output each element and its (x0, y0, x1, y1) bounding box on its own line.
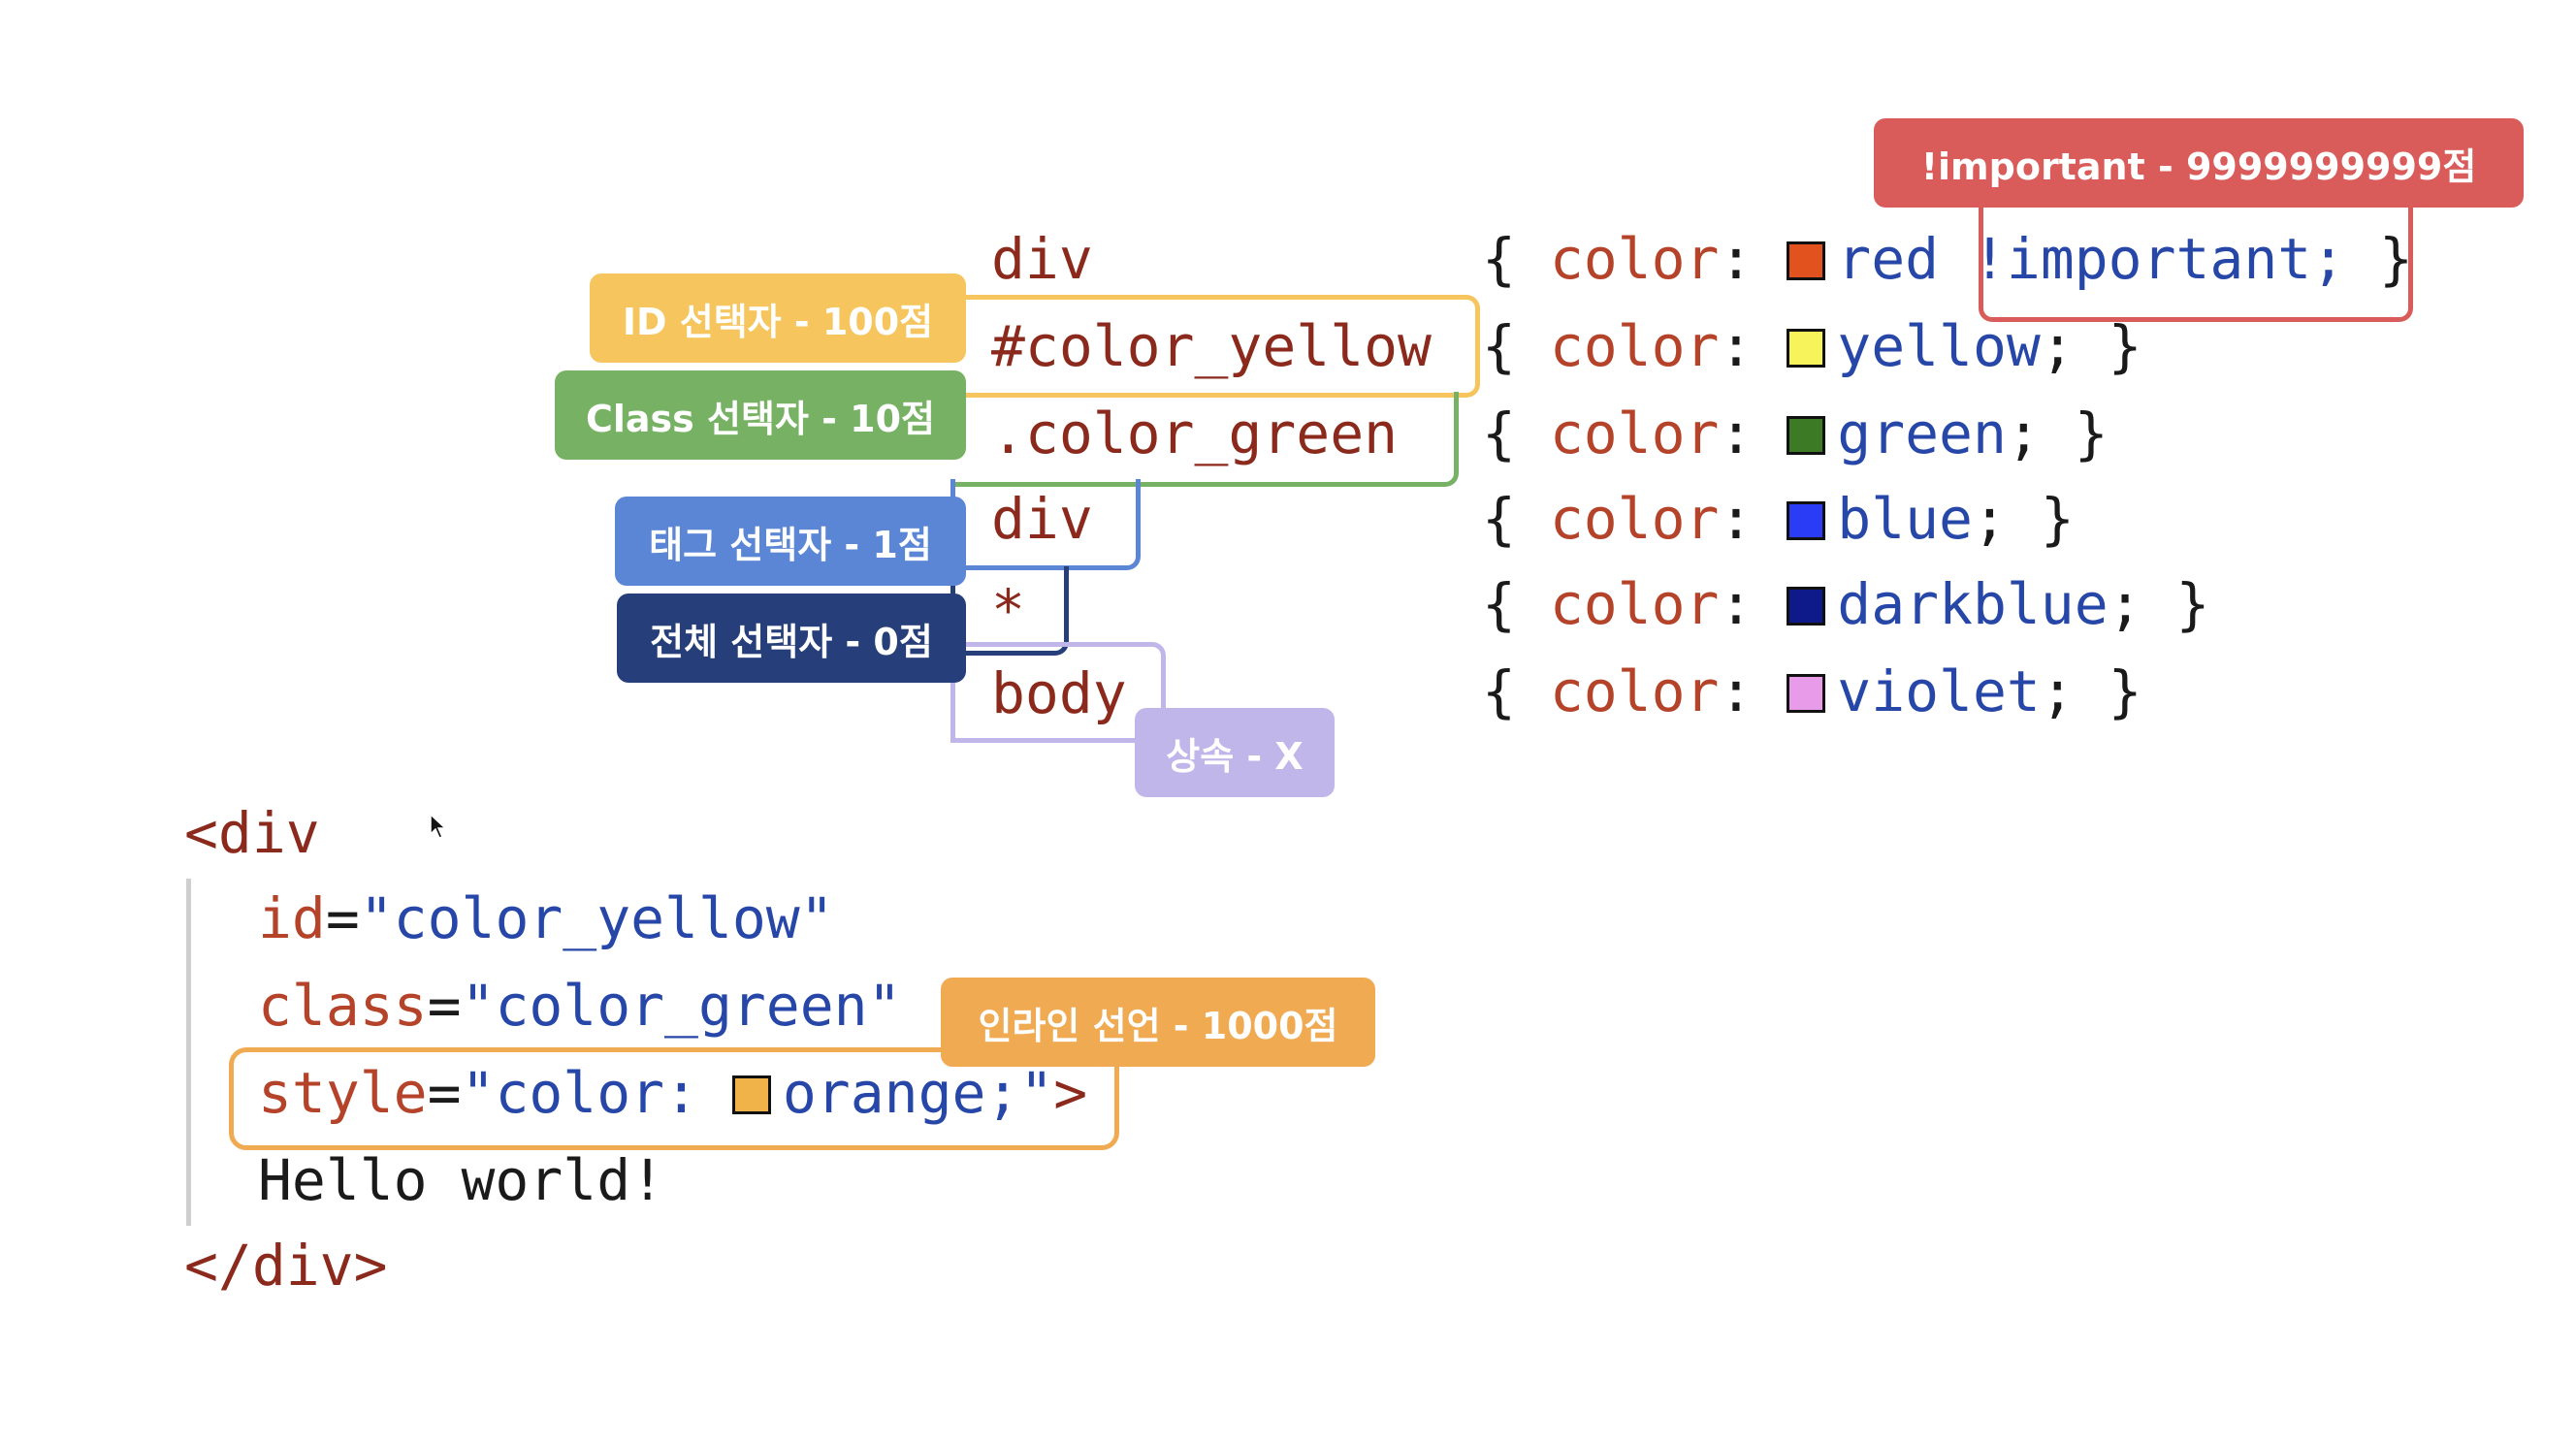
rule-close: } (2040, 401, 2109, 466)
selector-class: .color_green (991, 401, 1399, 466)
rule-colon: : (1719, 313, 1787, 379)
rule-close: } (2006, 486, 2075, 552)
rule-semicolon: ; (1972, 486, 2007, 552)
rule-open: { (1482, 486, 1550, 552)
rule-important: !important; (1939, 226, 2346, 292)
rule-open: { (1482, 313, 1550, 379)
html-style-line: style="color: orange;"> (258, 1065, 1087, 1121)
inline-style-box (229, 1047, 1119, 1150)
selector-universal: * (991, 577, 1025, 643)
class-selector-badge: Class 선택자 - 10점 (555, 370, 966, 460)
selector-body: body (991, 660, 1127, 726)
rule-yellow: { color: yellow; } (1482, 318, 2142, 374)
equals: = (427, 1060, 462, 1126)
equals: = (427, 973, 462, 1039)
rule-close: } (2345, 226, 2413, 292)
rule-value: green (1837, 401, 2007, 466)
rule-close: } (2074, 313, 2142, 379)
rule-prop: color (1549, 571, 1720, 637)
rule-value: blue (1837, 486, 1973, 552)
style-value-start: "color: (461, 1060, 732, 1126)
rule-prop: color (1549, 486, 1720, 552)
inherit-badge: 상속 - X (1135, 708, 1335, 797)
selector-id: #color_yellow (991, 313, 1432, 379)
rule-colon: : (1719, 571, 1787, 637)
rule-colon: : (1719, 401, 1787, 466)
class-value: "color_green" (461, 973, 902, 1039)
orange-swatch (731, 1075, 771, 1114)
tag-selector-badge: 태그 선택자 - 1점 (615, 497, 966, 586)
rule-semicolon: ; (2040, 313, 2075, 379)
rule-value: darkblue (1837, 571, 2109, 637)
rule-close: } (2074, 658, 2142, 724)
id-attr: id (258, 885, 326, 951)
important-box (1979, 194, 2413, 322)
rule-red: { color: red !important; } (1482, 231, 2413, 287)
rule-semicolon: ; (2108, 571, 2142, 637)
green-swatch (1787, 416, 1826, 455)
rule-value: red (1837, 226, 1940, 292)
indent-guide (186, 879, 191, 1226)
html-id-line: id="color_yellow" (258, 890, 834, 947)
selector-div-1: div (991, 226, 1093, 292)
style-attr: style (258, 1060, 428, 1126)
equals: = (325, 885, 360, 951)
html-open-tag: <div (184, 800, 320, 866)
html-close-tag: </div> (184, 1233, 388, 1299)
html-text-content: Hello world! (258, 1147, 665, 1213)
rule-open: { (1482, 226, 1550, 292)
rule-open: { (1482, 571, 1550, 637)
selector-div-2: div (991, 486, 1093, 552)
id-selector-badge: ID 선택자 - 100점 (590, 273, 966, 363)
rule-semicolon: ; (2040, 658, 2075, 724)
rule-close: } (2141, 571, 2210, 637)
rule-colon: : (1719, 486, 1787, 552)
rule-prop: color (1549, 313, 1720, 379)
html-class-line: class="color_green" (258, 978, 901, 1034)
id-value: "color_yellow" (359, 885, 834, 951)
important-badge: !important - 9999999999점 (1874, 118, 2524, 208)
class-selector-box (954, 392, 1459, 487)
rule-green: { color: green; } (1482, 405, 2109, 462)
style-value-end: orange;" (782, 1060, 1054, 1126)
rule-value: yellow (1837, 313, 2041, 379)
mouse-cursor-icon (430, 813, 447, 839)
rule-semicolon: ; (2006, 401, 2041, 466)
rule-violet: { color: violet; } (1482, 663, 2142, 720)
class-attr: class (258, 973, 428, 1039)
rule-colon: : (1719, 226, 1787, 292)
rule-darkblue: { color: darkblue; } (1482, 576, 2209, 632)
rule-colon: : (1719, 658, 1787, 724)
rule-blue: { color: blue; } (1482, 491, 2075, 547)
darkblue-swatch (1787, 587, 1826, 626)
universal-selector-badge: 전체 선택자 - 0점 (617, 594, 966, 683)
rule-prop: color (1549, 226, 1720, 292)
yellow-swatch (1787, 329, 1826, 368)
tag-close-bracket: > (1053, 1060, 1088, 1126)
rule-value: violet (1837, 658, 2041, 724)
body-selector-box (950, 642, 1166, 743)
inline-style-badge: 인라인 선언 - 1000점 (941, 978, 1375, 1067)
violet-swatch (1787, 674, 1826, 713)
rule-prop: color (1549, 658, 1720, 724)
rule-open: { (1482, 658, 1550, 724)
rule-open: { (1482, 401, 1550, 466)
id-selector-box (962, 295, 1480, 398)
red-swatch (1787, 241, 1826, 280)
rule-prop: color (1549, 401, 1720, 466)
blue-swatch (1787, 501, 1826, 540)
